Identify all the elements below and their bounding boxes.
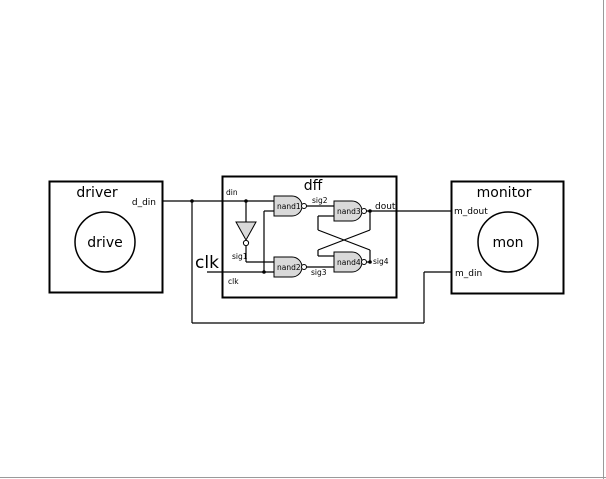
driver-title: driver [76,185,117,201]
signal-label-sig1: sig1 [232,252,248,261]
external-clk-label: clk [195,253,219,273]
monitor-process-circle [477,211,539,273]
signal-label-sig2: sig2 [312,196,328,205]
junction-dot [262,270,266,274]
dff-port-clk: clk [228,277,239,286]
signal-label-sig3: sig3 [311,268,327,277]
monitor-block[interactable]: monitor mon m_dout m_din [450,180,565,295]
signal-label-sig4: sig4 [373,257,389,266]
inverter-gate[interactable] [235,221,257,247]
dff-block[interactable]: dff din clk dout [207,175,398,299]
nand3-label: nand3 [337,207,361,216]
junction-dot [190,199,194,203]
driver-block[interactable]: driver drive d_din [48,180,164,294]
dff-internal-wires [207,200,396,273]
nand2-label: nand2 [277,263,301,272]
nand2-gate[interactable]: nand2 [273,256,307,278]
nand1-gate[interactable]: nand1 [273,195,307,217]
monitor-inner-label: mon [492,235,523,251]
driver-process-circle [74,211,136,273]
monitor-port-dout: m_dout [454,207,488,217]
driver-inner-label: drive [87,235,122,251]
monitor-title: monitor [477,185,532,201]
nand1-label: nand1 [277,202,301,211]
nand4-label: nand4 [337,258,361,267]
junction-dot [368,209,372,213]
driver-port-label: d_din [132,198,156,208]
dff-title: dff [304,178,323,194]
dff-port-dout: dout [375,202,396,212]
nand3-gate[interactable]: nand3 [333,200,367,222]
monitor-port-din: m_din [455,269,482,279]
dff-port-din: din [226,188,238,197]
nand4-gate[interactable]: nand4 [333,251,367,273]
junction-dot [244,199,248,203]
junction-dot [368,260,372,264]
